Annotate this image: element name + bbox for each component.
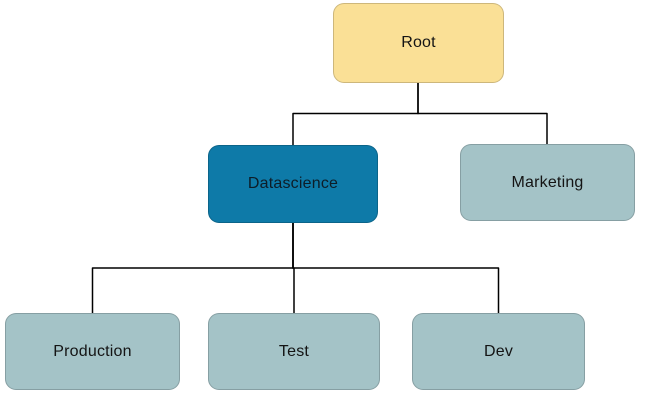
- node-datascience-label: Datascience: [247, 175, 339, 192]
- node-production-label: Production: [53, 342, 132, 360]
- edge-root-marketing: [417, 83, 548, 144]
- node-production: Production: [5, 313, 180, 390]
- node-dev-label: Dev: [483, 342, 514, 360]
- node-test-label: Test: [278, 342, 310, 360]
- node-marketing: Marketing: [460, 144, 635, 221]
- edge-datascience-production: [91, 223, 294, 313]
- node-dev: Dev: [412, 313, 585, 390]
- node-root-label: Root: [401, 34, 436, 51]
- node-test: Test: [208, 313, 380, 390]
- node-datascience: Datascience: [208, 145, 378, 223]
- edge-datascience-dev: [292, 223, 500, 313]
- node-root: Root: [333, 3, 504, 83]
- node-marketing-label: Marketing: [511, 173, 584, 191]
- edge-root-datascience: [292, 83, 419, 145]
